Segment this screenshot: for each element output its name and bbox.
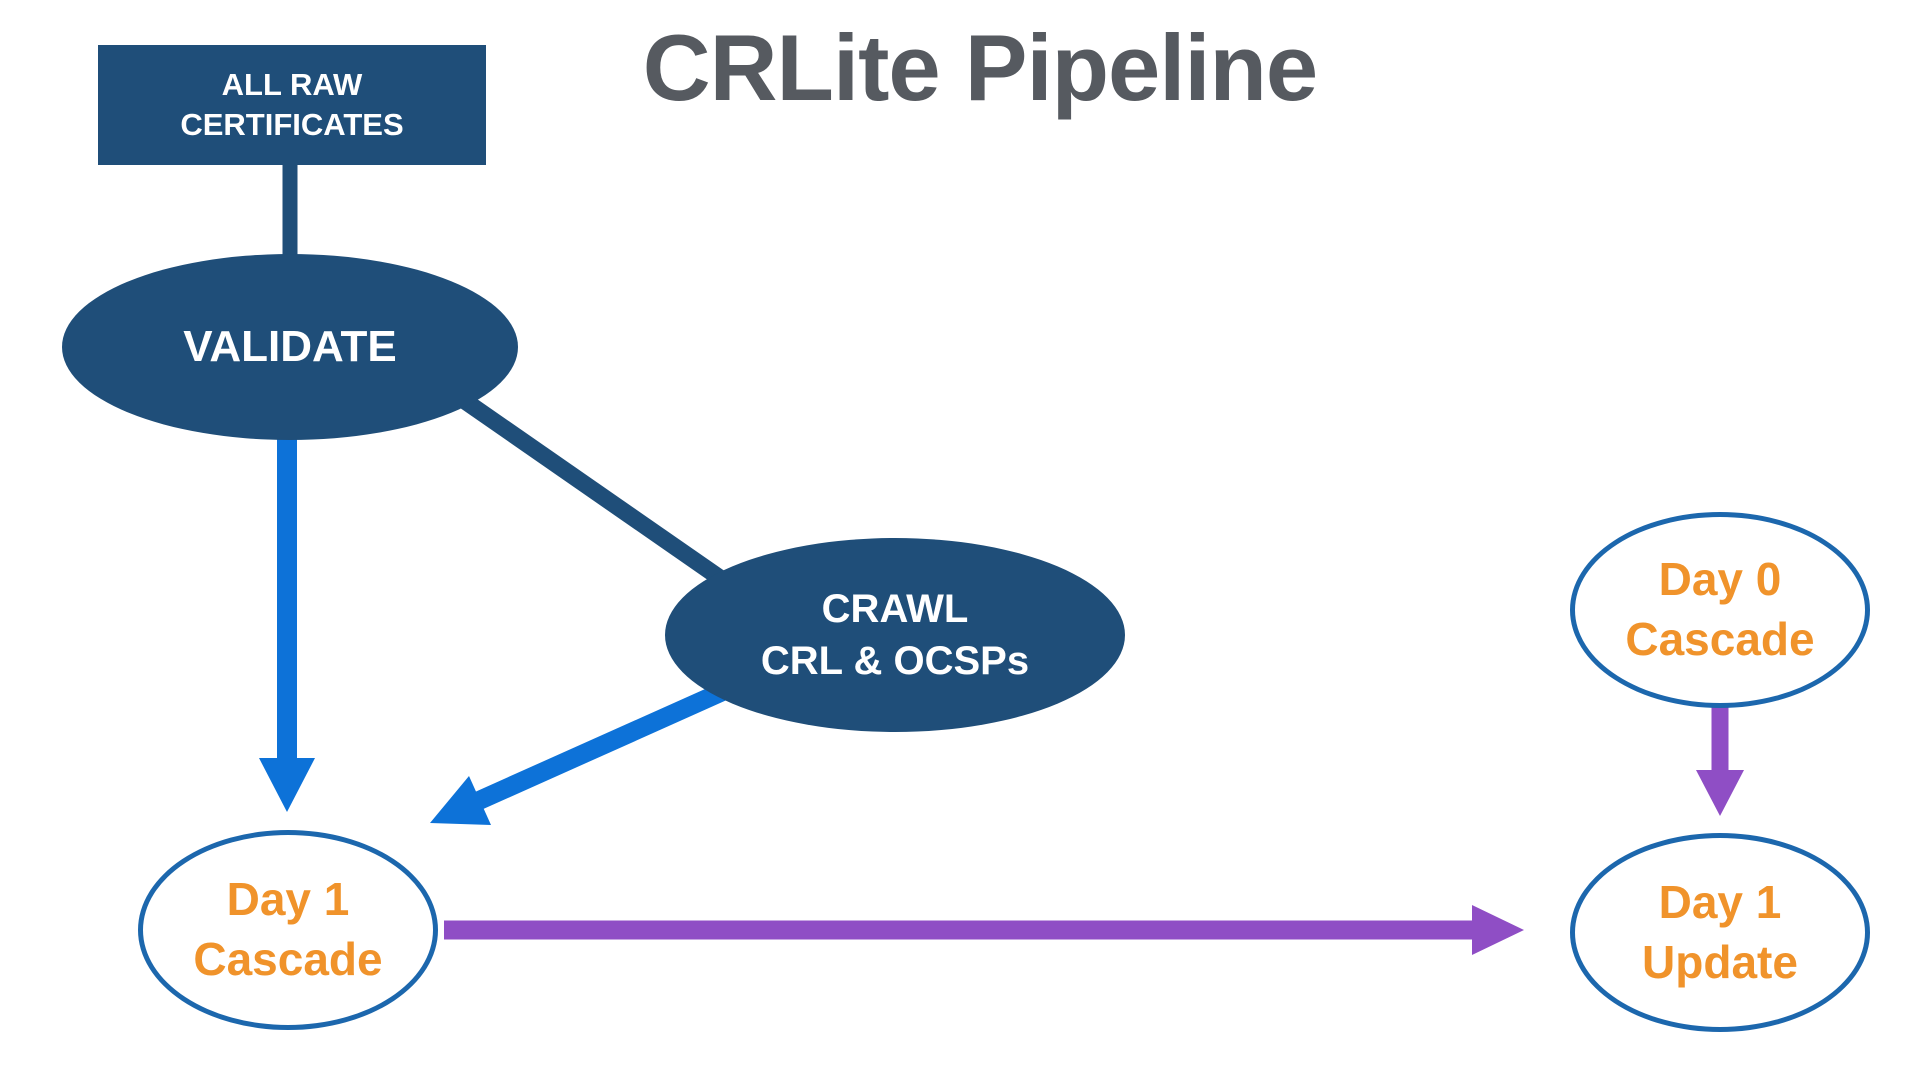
node-label: Day 1 Cascade	[193, 873, 383, 985]
edge-validate-to-crawl	[447, 385, 745, 599]
arrowhead-icon	[1696, 770, 1744, 816]
arrow-day1-cascade-to-day1-update	[444, 905, 1524, 955]
arrowhead-icon	[430, 776, 491, 825]
arrowhead-icon	[1472, 905, 1524, 955]
node-validate: VALIDATE	[62, 254, 518, 440]
page-title: CRLite Pipeline	[642, 15, 1318, 120]
node-day1-update: Day 1 Update	[1570, 833, 1870, 1032]
arrow-shaft	[474, 681, 730, 810]
node-all-raw-certificates: ALL RAW CERTIFICATES	[98, 45, 486, 165]
node-label: CRAWL CRL & OCSPs	[760, 587, 1030, 683]
node-label: Day 1 Update	[1642, 875, 1798, 988]
node-day1-cascade: Day 1 Cascade	[138, 830, 438, 1030]
arrow-validate-to-day1-cascade	[259, 436, 315, 812]
node-crawl-crl-ocsps: CRAWL CRL & OCSPs	[665, 538, 1125, 732]
node-label: VALIDATE	[183, 322, 397, 371]
node-label: Day 0 Cascade	[1625, 553, 1815, 665]
arrow-crawl-to-day1-cascade	[430, 681, 730, 825]
arrowhead-icon	[259, 758, 315, 812]
node-label: ALL RAW CERTIFICATES	[180, 66, 404, 142]
arrow-day0-cascade-to-day1-update	[1696, 706, 1744, 816]
node-day0-cascade: Day 0 Cascade	[1570, 512, 1870, 708]
